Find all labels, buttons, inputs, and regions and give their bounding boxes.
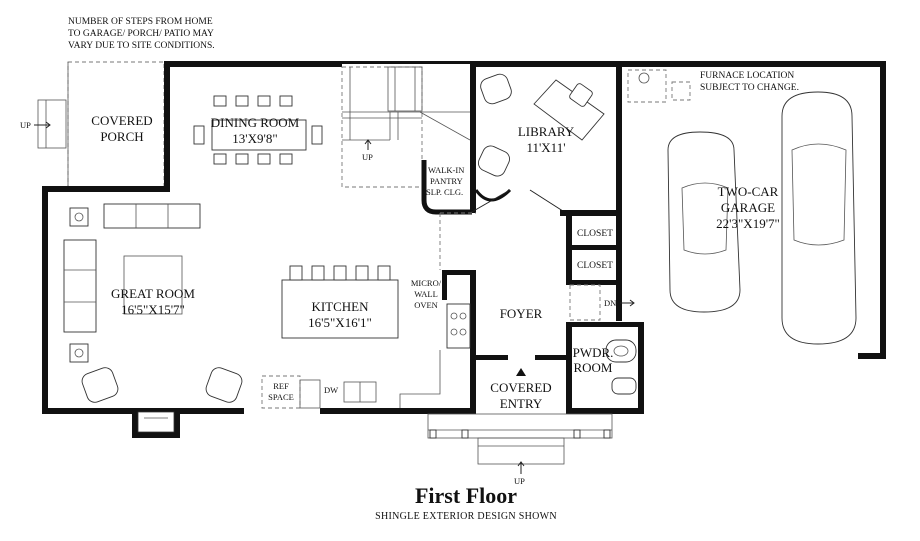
steps-note-line-3: VARY DUE TO SITE CONDITIONS. xyxy=(68,41,215,51)
garage: FURNACE LOCATION SUBJECT TO CHANGE. TWO-… xyxy=(622,61,886,359)
up-arrow-left: UP xyxy=(20,120,51,130)
great-room-label: GREAT ROOM xyxy=(111,286,195,301)
steps-note-line-1: NUMBER OF STEPS FROM HOME xyxy=(68,17,213,27)
great-room: GREAT ROOM 16'5"X15'7" xyxy=(63,203,243,403)
up-bottom-label: UP xyxy=(514,476,525,486)
great-room-size: 16'5"X15'7" xyxy=(121,302,185,317)
bay-window xyxy=(132,408,180,438)
up-left-label: UP xyxy=(20,120,31,130)
library-size: 11'X11' xyxy=(526,140,565,155)
furnace-note-2: SUBJECT TO CHANGE. xyxy=(700,83,799,93)
steps-note: NUMBER OF STEPS FROM HOME TO GARAGE/ POR… xyxy=(68,17,215,51)
library: LIBRARY 11'X11' xyxy=(469,73,616,216)
micro-oven-label-3: OVEN xyxy=(414,300,438,310)
covered-entry-label-2: ENTRY xyxy=(500,396,543,411)
plan-title: First Floor xyxy=(415,483,517,508)
covered-entry-label-1: COVERED xyxy=(490,380,551,395)
garage-label-2: GARAGE xyxy=(721,200,775,215)
kitchen-label: KITCHEN xyxy=(311,299,369,314)
pwdr-room-label-1: PWDR. xyxy=(573,345,614,360)
covered-porch: COVERED PORCH xyxy=(37,61,165,188)
up-stairs-label: UP xyxy=(362,152,373,162)
ref-space-label-1: REF xyxy=(273,381,289,391)
foyer: FOYER xyxy=(439,212,567,360)
micro-oven-label-2: WALL xyxy=(414,289,438,299)
exterior-walls xyxy=(42,61,644,414)
covered-porch-label-2: PORCH xyxy=(100,129,143,144)
furnace-note-1: FURNACE LOCATION xyxy=(700,71,794,81)
dn-label: DN xyxy=(604,298,616,308)
down-arrow: DN xyxy=(604,298,635,308)
micro-oven-label-1: MICRO/ xyxy=(411,278,442,288)
foyer-label: FOYER xyxy=(500,306,543,321)
stairs: UP xyxy=(341,66,471,188)
dining-room-label: DINING ROOM xyxy=(211,115,300,130)
powder-room: PWDR. ROOM xyxy=(566,322,644,395)
closets: CLOSET CLOSET xyxy=(566,210,622,321)
dining-room: DINING ROOM 13'X9'8" xyxy=(193,95,323,165)
pantry-label-2: PANTRY xyxy=(430,176,463,186)
pantry-label-3: SLP. CLG. xyxy=(426,187,463,197)
ref-space-label-2: SPACE xyxy=(268,392,294,402)
steps-note-line-2: TO GARAGE/ PORCH/ PATIO MAY xyxy=(68,29,214,39)
dw-label: DW xyxy=(324,385,338,395)
garage-size: 22'3"X19'7" xyxy=(716,216,780,231)
pantry-label-1: WALK-IN xyxy=(428,165,464,175)
covered-porch-label-1: COVERED xyxy=(91,113,152,128)
library-label: LIBRARY xyxy=(518,124,575,139)
kitchen-size: 16'5"X16'1" xyxy=(308,315,372,330)
closet-1-label: CLOSET xyxy=(577,229,613,239)
kitchen: KITCHEN 16'5"X16'1" MICRO/ WALL OVEN REF… xyxy=(261,265,476,409)
closet-2-label: CLOSET xyxy=(577,261,613,271)
pwdr-room-label-2: ROOM xyxy=(573,360,612,375)
dining-room-size: 13'X9'8" xyxy=(232,131,277,146)
walk-in-pantry: WALK-IN PANTRY SLP. CLG. xyxy=(421,160,472,215)
plan-subtitle: SHINGLE EXTERIOR DESIGN SHOWN xyxy=(375,511,557,522)
covered-entry: COVERED ENTRY UP xyxy=(427,368,613,486)
garage-label-1: TWO-CAR xyxy=(718,184,779,199)
